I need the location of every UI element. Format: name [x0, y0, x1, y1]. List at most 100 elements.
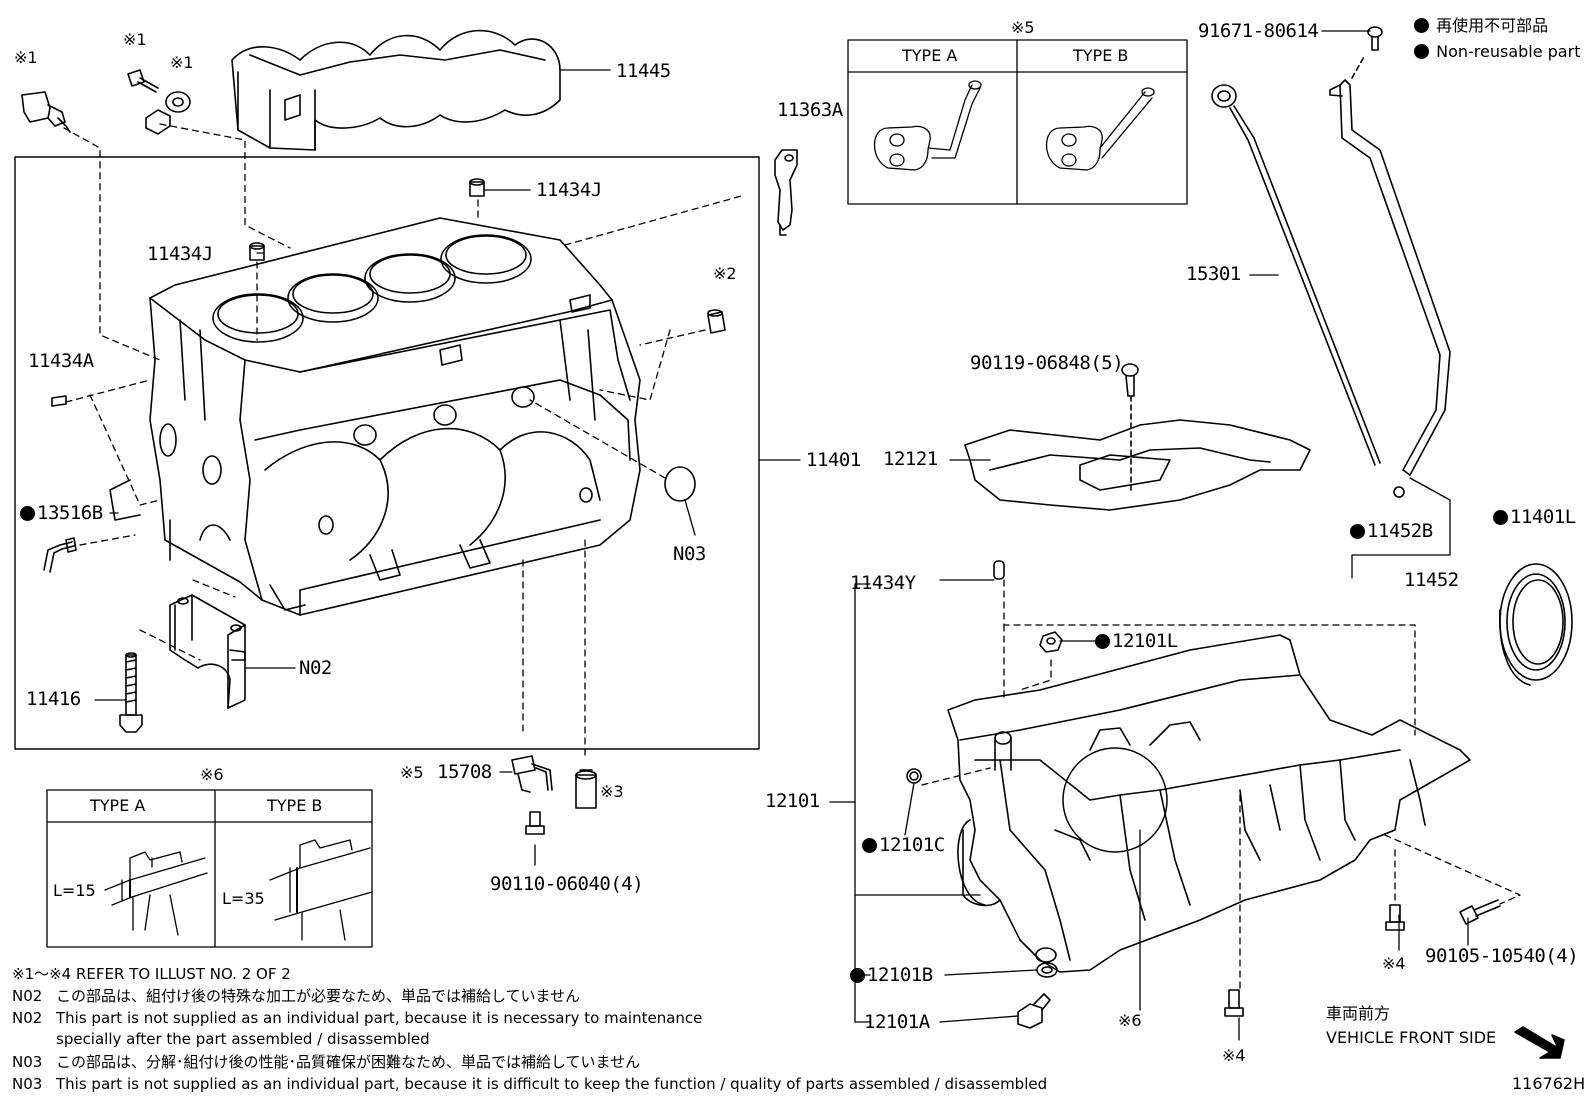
label-11452: 11452: [1404, 569, 1459, 591]
table6-type-b: TYPE B: [267, 796, 323, 815]
non-reusable-dot-icon: [850, 968, 865, 983]
label-11434J-top: 11434J: [536, 179, 602, 201]
oil-level-gauge-guide-11452-illustration: [1329, 26, 1451, 476]
table-6: [46, 789, 373, 948]
non-reusable-dot-icon: [1350, 524, 1365, 539]
legend-jp: 再使用不可部品: [1414, 18, 1548, 34]
ref-mark-4: ※4: [1382, 954, 1406, 973]
label-91671-80614: 91671-80614: [1198, 20, 1319, 42]
front-side-jp: 車両前方: [1326, 1004, 1391, 1023]
leader-lines: [94, 30, 1469, 1041]
note-refer: ※1～※4 REFER TO ILLUST NO. 2 OF 2: [12, 965, 291, 983]
ref-mark-5: ※5: [1011, 18, 1035, 37]
label-12101: 12101: [765, 790, 820, 812]
non-reusable-dot-icon: [862, 838, 877, 853]
legend-en: Non-reusable part: [1414, 44, 1580, 60]
front-arrow-icon: [1514, 1026, 1565, 1059]
ref-mark-4: ※4: [1222, 1046, 1246, 1065]
small-bolt-and-nut-illustration: [127, 69, 191, 135]
label-15708: 15708: [437, 761, 492, 783]
label-11452B: 11452B: [1350, 522, 1433, 541]
o-ring-11452B-illustration: [1393, 486, 1405, 498]
label-N03: N03: [673, 543, 706, 565]
pin-11434A-illustration: [51, 395, 67, 407]
note-n02-jp-code: N02: [12, 987, 43, 1005]
table-5: [847, 39, 1188, 205]
plug-N03-illustration: [664, 466, 696, 502]
label-11363A: 11363A: [777, 99, 843, 121]
note-n03-jp: この部品は、分解･組付け後の性能･品質確保が困難なため、単品では補給していません: [56, 1053, 641, 1071]
oil-seal-11401L-illustration: [1499, 563, 1573, 686]
drain-plug-12101A-illustration: [1017, 993, 1051, 1029]
ref-mark-6: ※6: [1118, 1011, 1142, 1030]
sensor-illustration: [21, 91, 71, 133]
ref-mark-3: ※3: [600, 782, 624, 801]
bearing-cap-illustration: [169, 594, 246, 709]
oil-pan-dashed-guides: [921, 579, 1521, 991]
label-11416: 11416: [26, 688, 81, 710]
bolt-90110-illustration: [525, 811, 545, 835]
ref-mark-1: ※1: [14, 48, 38, 67]
table5-type-b: TYPE B: [1073, 46, 1129, 65]
non-reusable-dot-icon: [1493, 510, 1508, 525]
ref-mark-6: ※6: [200, 765, 224, 784]
stud-bolt-illustration: [1224, 904, 1405, 1017]
label-90105-10540: 90105-10540(4): [1425, 945, 1579, 967]
cylinder-block-illustration: [109, 217, 641, 616]
length-l15: L=15: [53, 881, 96, 900]
ref-mark-1: ※1: [123, 30, 147, 49]
label-11434Y: 11434Y: [850, 572, 916, 594]
non-reusable-dot-icon: [20, 506, 35, 521]
ref-mark-2: ※2: [713, 264, 737, 283]
crankcase-cover-11445-illustration: [231, 29, 561, 151]
label-12101L: 12101L: [1095, 632, 1178, 651]
table5-type-a: TYPE A: [902, 46, 958, 65]
pin-11434J-illustration: [249, 178, 485, 261]
note-n03-en-code: N03: [12, 1075, 43, 1093]
label-11434A: 11434A: [28, 350, 94, 372]
front-side-en: VEHICLE FRONT SIDE: [1326, 1028, 1497, 1047]
oil-jet-13516B-illustration: [43, 537, 77, 573]
label-12121: 12121: [883, 448, 938, 470]
bolt-90105-illustration: [1459, 899, 1501, 925]
label-90110-06040: 90110-06040(4): [490, 873, 644, 895]
note-n02-en: This part is not supplied as an individu…: [56, 1009, 703, 1027]
gasket-12101C-illustration: [906, 768, 922, 784]
note-n03-en: This part is not supplied as an individu…: [56, 1075, 1048, 1093]
plug-11434Y-illustration: [993, 560, 1005, 580]
illustration-number: 116762H: [1512, 1074, 1586, 1093]
bracket-11363A-illustration: [774, 149, 798, 236]
label-11445: 11445: [616, 60, 671, 82]
label-N02: N02: [299, 657, 332, 679]
ref-mark-5: ※5: [400, 763, 424, 782]
label-13516B: 13516B: [20, 504, 103, 523]
check-valve-illustration: [575, 769, 597, 809]
non-reusable-dot-icon: [1414, 44, 1429, 59]
ref-mark-1: ※1: [170, 53, 194, 72]
detail-circle-6: [1062, 747, 1168, 853]
nut-12101L-illustration: [1039, 631, 1063, 653]
label-11434J-mid: 11434J: [147, 243, 213, 265]
bolt-11416-illustration: [119, 652, 143, 733]
label-12101C: 12101C: [862, 836, 945, 855]
dipstick-15301-illustration: [1211, 84, 1381, 466]
oil-pan-12101-illustration: [947, 634, 1471, 973]
table6-type-a: TYPE A: [90, 796, 146, 815]
oil-jet-15708-illustration: [511, 755, 553, 793]
label-15301: 15301: [1186, 263, 1241, 285]
label-90119-06848: 90119-06848(5): [970, 352, 1124, 374]
label-11401: 11401: [806, 449, 861, 471]
label-12101B: 12101B: [850, 966, 933, 985]
note-n02-jp: この部品は、組付け後の特殊な加工が必要なため、単品では補給していません: [56, 987, 581, 1005]
baffle-plate-12121-illustration: [964, 363, 1311, 511]
dowel-pin-illustration: [707, 309, 726, 334]
note-n02-en-cont: specially after the part assembled / dis…: [56, 1030, 430, 1048]
non-reusable-dot-icon: [1414, 18, 1429, 33]
dashed-guides: [63, 123, 746, 761]
length-l35: L=35: [222, 889, 265, 908]
note-n03-jp-code: N03: [12, 1053, 43, 1071]
note-n02-en-code: N02: [12, 1009, 43, 1027]
non-reusable-dot-icon: [1095, 634, 1110, 649]
cylinder-block-frame: [14, 156, 760, 750]
